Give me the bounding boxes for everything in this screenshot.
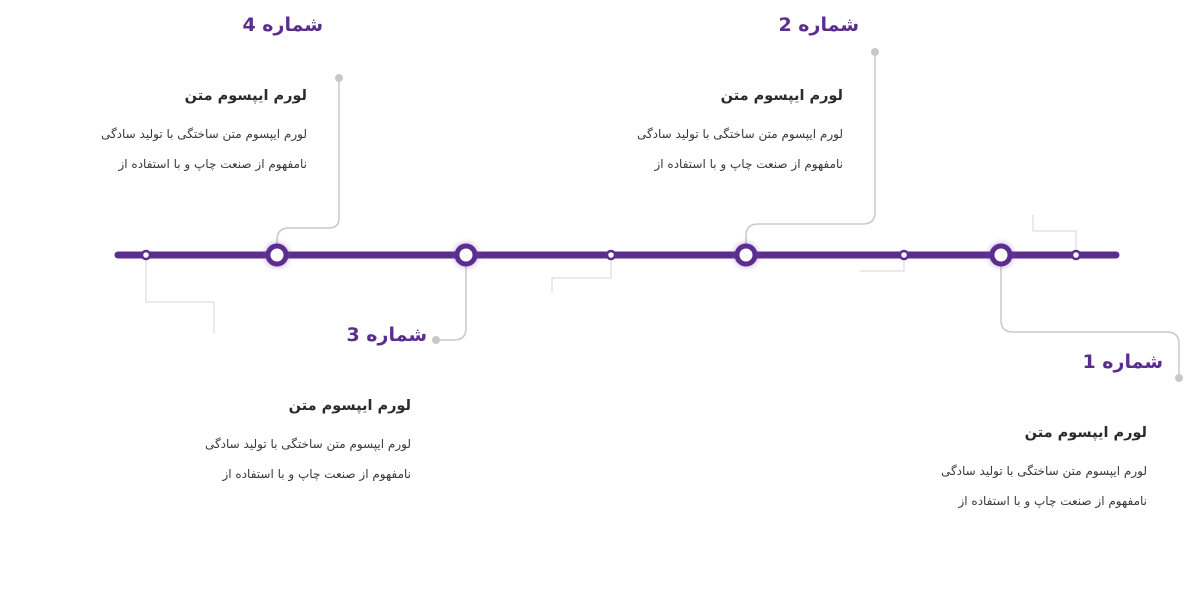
decor-tick-c [860, 255, 905, 272]
item-3-line-2: نامفهوم از صنعت چاپ و با استفاده از [222, 467, 411, 481]
node-4 [265, 243, 289, 267]
node-3 [454, 243, 478, 267]
connector-4 [276, 78, 340, 255]
small-node [1070, 249, 1082, 261]
small-node [605, 249, 617, 261]
endpoint-2 [871, 48, 879, 56]
item-1-line-2: نامفهوم از صنعت چاپ و با استفاده از [958, 494, 1147, 508]
item-2-title: لورم ایپسوم متن [720, 88, 843, 104]
decor-ticks [145, 215, 1077, 333]
endpoint-3 [432, 336, 440, 344]
item-1-title: لورم ایپسوم متن [1024, 425, 1147, 441]
decor-tick-a [145, 255, 215, 333]
item-2-line-2: نامفهوم از صنعت چاپ و با استفاده از [654, 157, 843, 171]
item-1-line-1: لورم ایپسوم متن ساختگی با تولید سادگی [940, 464, 1147, 478]
heading-3: شماره 3 [346, 324, 427, 346]
item-2-line-1: لورم ایپسوم متن ساختگی با تولید سادگی [636, 127, 843, 141]
endpoint-4 [335, 74, 343, 82]
item-3-title: لورم ایپسوم متن [288, 398, 411, 414]
item-3-line-1: لورم ایپسوم متن ساختگی با تولید سادگی [204, 437, 411, 451]
heading-2: شماره 2 [778, 14, 859, 36]
decor-tick-b [551, 255, 612, 292]
big-nodes [265, 243, 1013, 267]
endpoint-1 [1175, 374, 1183, 382]
small-node [140, 249, 152, 261]
small-nodes [140, 249, 1082, 261]
heading-1: شماره 1 [1082, 351, 1163, 373]
node-1 [989, 243, 1013, 267]
item-4-line-2: نامفهوم از صنعت چاپ و با استفاده از [118, 157, 307, 171]
decor-tick-d [1032, 215, 1077, 255]
item-4-title: لورم ایپسوم متن [184, 88, 307, 104]
small-node [898, 249, 910, 261]
item-4-line-1: لورم ایپسوم متن ساختگی با تولید سادگی [100, 127, 307, 141]
connector-3 [436, 255, 467, 341]
connectors [276, 52, 1180, 378]
connector-2 [745, 52, 876, 255]
connector-endpoints [335, 48, 1183, 382]
node-2 [734, 243, 758, 267]
heading-4: شماره 4 [242, 14, 323, 36]
connector-1 [1000, 255, 1180, 378]
